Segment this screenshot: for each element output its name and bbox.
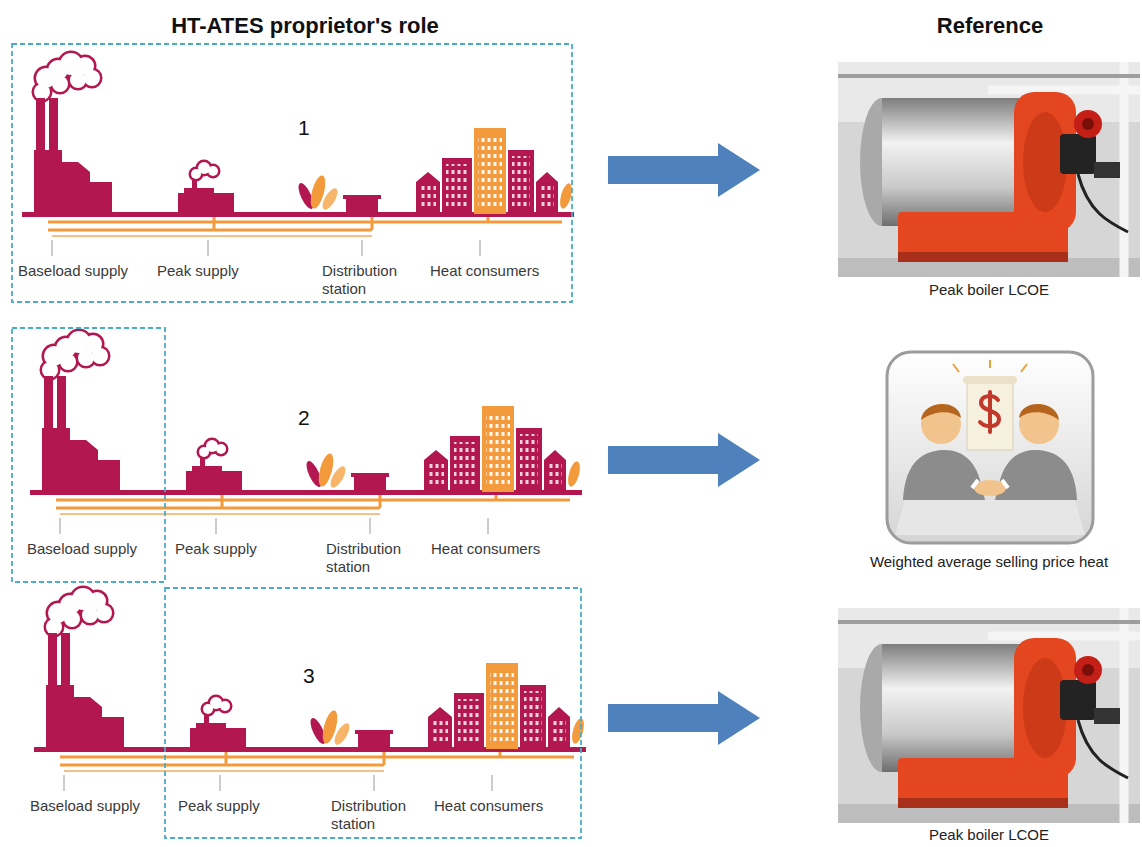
illustration-part [963, 376, 1017, 384]
illustration-part [895, 500, 1085, 535]
scene-label: Peak supply [175, 540, 257, 558]
block-arrow [608, 691, 760, 745]
illustration-part [980, 392, 999, 432]
scene-row-1 [22, 53, 574, 256]
reference-caption: Peak boiler LCOE [838, 826, 1140, 844]
scene-label: Baseload supply [18, 262, 128, 280]
handshake-icon [887, 352, 1093, 543]
scene-panel: 2Baseload supply Peak supply Distribution … [0, 322, 608, 584]
reference-caption: Weighted average selling price heat [838, 553, 1140, 571]
role-boundaries [12, 44, 581, 838]
reference-caption: Peak boiler LCOE [838, 281, 1140, 299]
scene-label: Peak supply [157, 262, 239, 280]
row-number: 3 [303, 664, 315, 688]
reference-panel: Peak boiler LCOE [760, 62, 1142, 301]
scene-label: Distribution station [322, 262, 414, 298]
row-number: 1 [298, 116, 310, 140]
scene-row-3 [34, 588, 586, 791]
scene-label: Distribution station [331, 797, 423, 833]
row-number: 2 [298, 406, 310, 430]
scene-label: Baseload supply [27, 540, 137, 558]
dashed-boundary [165, 588, 581, 838]
scene-label: Heat consumers [431, 540, 540, 558]
scene-label: Peak supply [178, 797, 260, 815]
scene-label: Distribution station [326, 540, 418, 576]
illustration-part [1019, 404, 1059, 444]
boiler-photo [838, 608, 1140, 823]
illustration-part [995, 450, 1077, 500]
district-heating-scene [22, 53, 586, 791]
dashed-boundary [12, 328, 165, 582]
illustration-part [967, 380, 1013, 450]
illustration-part [953, 360, 1027, 372]
illustration-part [974, 480, 1006, 496]
scene-label: Heat consumers [430, 262, 539, 280]
reference-panel: Peak boiler LCOE [760, 608, 1142, 846]
scene-label: Heat consumers [434, 797, 543, 815]
illustration-part [887, 352, 1093, 543]
illustration-part [921, 404, 961, 444]
illustration-part [1019, 404, 1059, 420]
block-arrow [608, 143, 760, 197]
column-heading: Reference [838, 12, 1142, 40]
illustration-part [972, 480, 1008, 488]
illustration-part [903, 450, 985, 500]
reference-panel: Weighted average selling price heat [760, 350, 1142, 576]
illustration-part [921, 404, 961, 420]
scene-panel: 1Baseload supply Peak supply Distribution … [0, 44, 608, 302]
column-heading: HT-ATES proprietor's role [0, 12, 610, 40]
scene-row-2 [30, 331, 582, 534]
scene-panel: 3Baseload supply Peak supply Distribution … [0, 579, 608, 841]
dashed-boundary [12, 44, 572, 302]
block-arrow [608, 433, 760, 487]
scene-label: Baseload supply [30, 797, 140, 815]
boiler-photo [838, 62, 1140, 277]
